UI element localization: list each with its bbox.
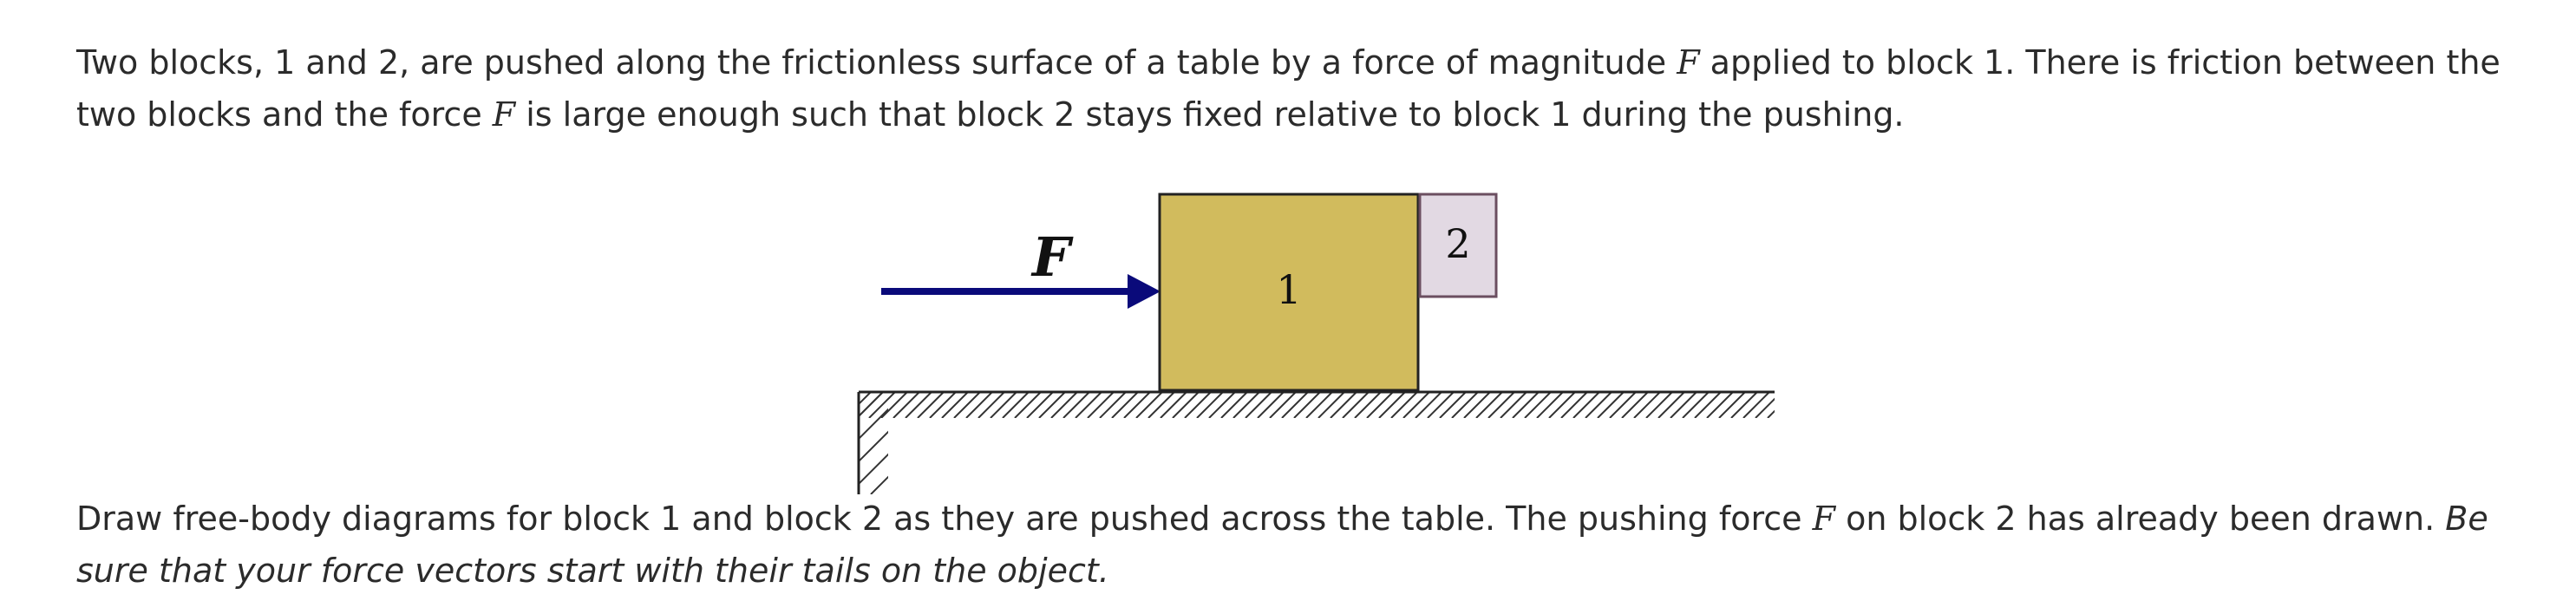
task-instructions: Draw free-body diagrams for block 1 and …	[76, 493, 2548, 597]
force-variable: F	[492, 95, 516, 134]
intro-text-3: is large enough such that block 2 stays …	[515, 95, 1905, 134]
problem-intro: Two blocks, 1 and 2, are pushed along th…	[76, 36, 2548, 140]
force-variable: F	[1812, 500, 1835, 538]
force-label: F	[1030, 225, 1074, 289]
table-surface-hatching	[859, 392, 1775, 418]
task-text-2: on block 2 has already been drawn.	[1834, 500, 2446, 538]
task-emphasis: Be sure that your force vectors start wi…	[76, 500, 2488, 590]
force-variable: F	[1677, 43, 1700, 82]
block-1-label: 1	[1276, 266, 1301, 313]
intro-text-2: applied to block 1. There is friction be…	[76, 43, 2501, 134]
task-text-1: Draw free-body diagrams for block 1 and …	[76, 500, 1813, 538]
block-2	[1418, 193, 1498, 298]
table-edge-hatching	[859, 392, 888, 494]
block-1	[1158, 193, 1420, 392]
block-2-label: 2	[1445, 220, 1470, 267]
force-arrow	[881, 274, 1161, 309]
intro-text-1: Two blocks, 1 and 2, are pushed along th…	[76, 43, 1677, 82]
